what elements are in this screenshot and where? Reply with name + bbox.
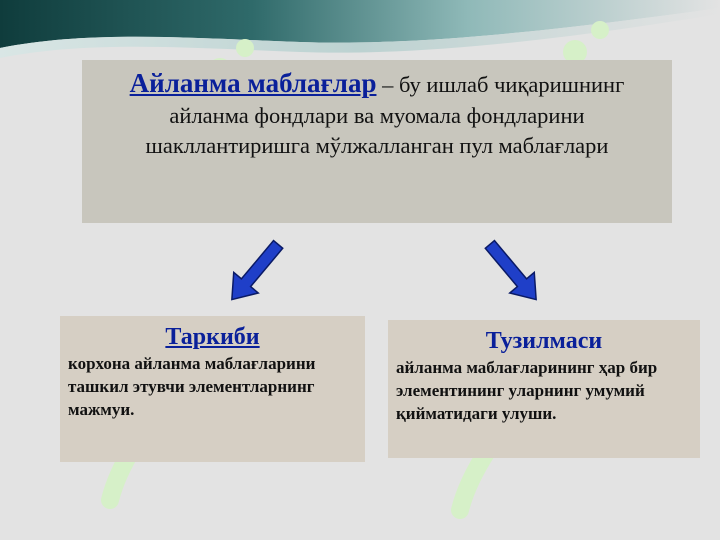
composition-title: Таркиби [165, 324, 260, 350]
definition-term: Айланма маблағлар [129, 68, 377, 98]
composition-box: Таркиби корхона айланма маблағларини таш… [60, 316, 365, 462]
arrow-down-left-icon [231, 239, 284, 301]
composition-text: корхона айланма маблағларини ташкил этув… [68, 354, 316, 419]
arrow-down-right-icon [484, 239, 537, 301]
structure-box: Тузилмаси айланма маблағларининг ҳар бир… [388, 320, 700, 458]
definition-text: – бу ишлаб чиқаришнинг айланма фондлари … [145, 72, 625, 158]
structure-title: Тузилмаси [485, 328, 603, 354]
structure-text: айланма маблағларининг ҳар бир элементин… [396, 358, 658, 423]
definition-box: Айланма маблағлар – бу ишлаб чиқаришнинг… [82, 60, 672, 223]
